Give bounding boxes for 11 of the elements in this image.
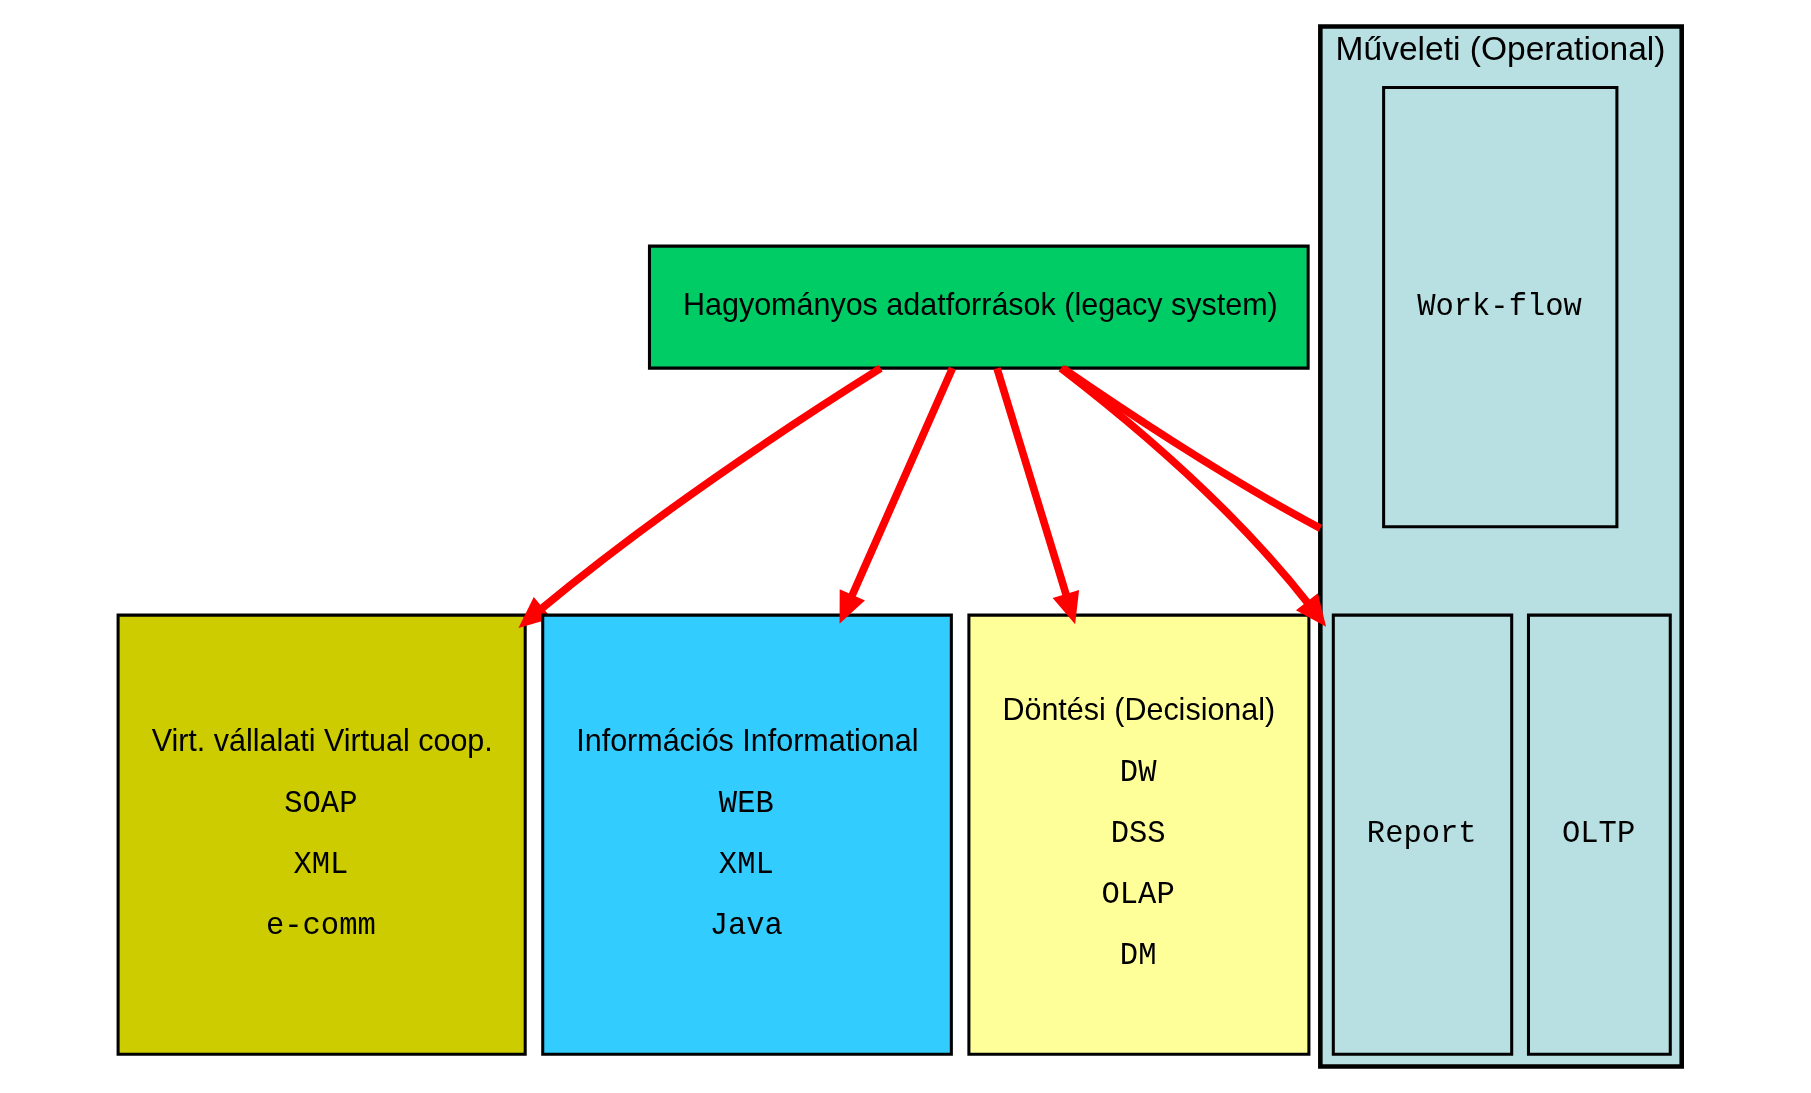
node-box: Work-flow <box>1381 86 1618 529</box>
node-box: Hagyományos adatforrások (legacy system) <box>647 244 1310 370</box>
node-box: Report <box>1331 613 1513 1056</box>
arrow <box>992 367 1079 625</box>
node-box: Információs Informational WEB XML Java <box>540 613 953 1056</box>
arrow <box>517 365 883 628</box>
node-box: OLTP <box>1526 613 1672 1056</box>
node-box: Virt. vállalati Virtual coop. SOAP XML e-comm <box>116 613 527 1056</box>
node-box: Döntési (Decisional) DW DSS OLAP DM <box>966 613 1310 1056</box>
arrow <box>1058 365 1326 627</box>
arrow <box>839 366 956 624</box>
